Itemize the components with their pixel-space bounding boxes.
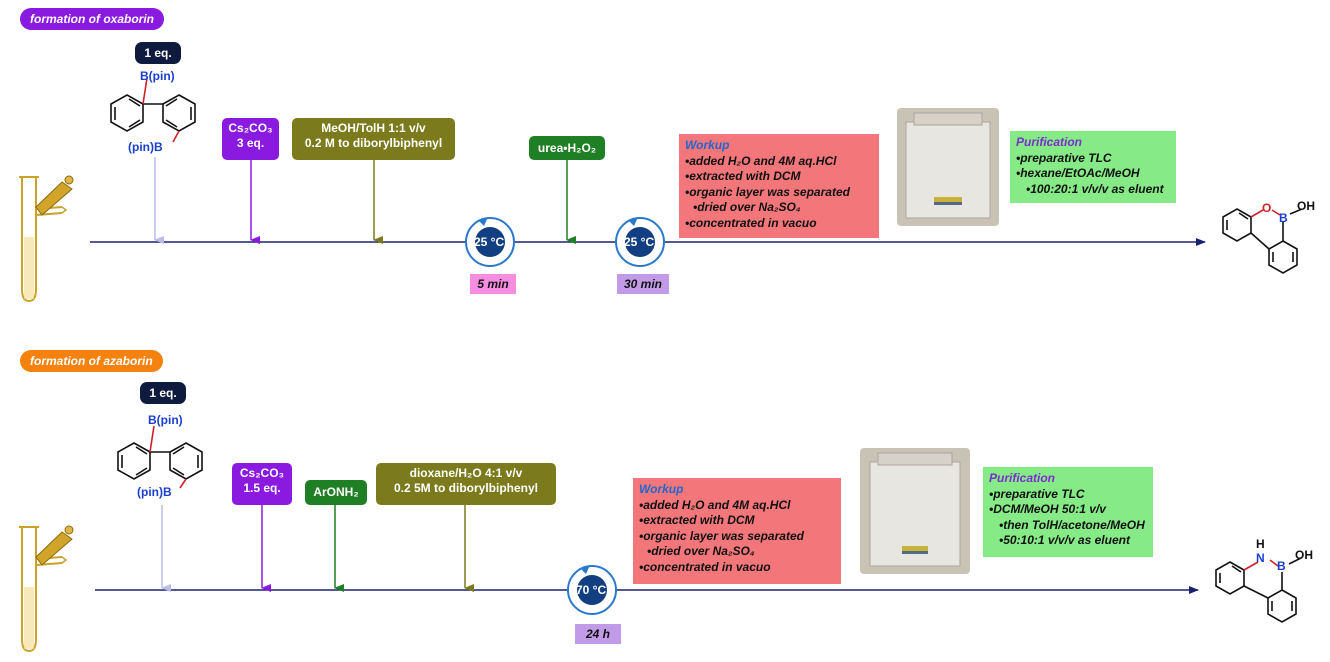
temperature-label: 25 °C <box>474 235 505 249</box>
solvent-reagent: MeOH/TolH 1:1 v/v 0.2 M to diborylbiphen… <box>292 118 455 160</box>
solvent-reagent: dioxane/H₂O 4:1 v/v 0.2 5M to diborylbip… <box>376 463 556 505</box>
purification-step: hexane/EtOAc/MeOH <box>1016 166 1170 182</box>
product-oxygen: O <box>1262 201 1272 215</box>
purification-step: preparative TLC <box>989 487 1147 503</box>
purification-title: Purification <box>989 471 1056 485</box>
workup-step: dried over Na₂SO₄ <box>685 200 873 216</box>
section-label-oxaborin: formation of oxaborin <box>20 8 164 30</box>
time-badge: 30 min <box>617 274 669 294</box>
stir-icon <box>465 217 515 267</box>
stir-icon <box>615 217 665 267</box>
base-amount: 1.5 eq. <box>243 481 281 495</box>
workup-title: Workup <box>639 482 684 496</box>
oxidant-reagent: urea•H₂O₂ <box>529 136 605 160</box>
purification-step: preparative TLC <box>1016 151 1170 167</box>
base-name: Cs₂CO₃ <box>228 121 273 135</box>
purification-step: then TolH/acetone/MeOH <box>989 518 1147 534</box>
workup-step: dried over Na₂SO₄ <box>639 544 835 560</box>
purification-step: DCM/MeOH 50:1 v/v <box>989 502 1147 518</box>
reaction-tube-icon <box>18 525 74 652</box>
reaction-tube-icon <box>18 175 74 302</box>
workup-step: added H₂O and 4M aq.HCl <box>685 154 873 170</box>
start-eq-badge: 1 eq. <box>135 42 181 64</box>
temperature-label: 25 °C <box>624 235 655 249</box>
solvent-line1: MeOH/TolH 1:1 v/v <box>321 121 426 135</box>
azaborin-structure <box>1215 557 1302 623</box>
workup-step: organic layer was separated <box>639 529 835 545</box>
purification-title: Purification <box>1016 135 1083 149</box>
purification-box: Purification preparative TLC DCM/MeOH 50… <box>983 467 1153 557</box>
workup-step: added H₂O and 4M aq.HCl <box>639 498 835 514</box>
tlc-chamber-photo <box>860 448 970 574</box>
purification-step: 100:20:1 v/v/v as eluent <box>1016 182 1170 198</box>
stir-icon <box>567 565 617 615</box>
purification-box: Purification preparative TLC hexane/EtOA… <box>1010 131 1176 203</box>
workup-step: extracted with DCM <box>685 169 873 185</box>
bpin-top-label: B(pin) <box>140 69 175 83</box>
solvent-line2: 0.2 5M to diborylbiphenyl <box>393 481 539 495</box>
product-boron: B <box>1279 211 1288 225</box>
workup-step: organic layer was separated <box>685 185 873 201</box>
solvent-line1: dioxane/H₂O 4:1 v/v <box>409 466 523 480</box>
product-hydroxyl: OH <box>1297 199 1315 213</box>
product-boron: B <box>1277 559 1286 573</box>
base-reagent: Cs₂CO₃ 1.5 eq. <box>232 463 292 505</box>
product-hydroxyl: OH <box>1295 548 1313 562</box>
oxaborin-structure <box>1222 208 1303 274</box>
diborylbiphenyl-structure <box>110 77 196 143</box>
purification-step: 50:10:1 v/v/v as eluent <box>989 533 1147 549</box>
workup-step: extracted with DCM <box>639 513 835 529</box>
bpin-top-label: B(pin) <box>148 413 183 427</box>
temperature-label: 70 °C <box>576 583 607 597</box>
workup-step: concentrated in vacuo <box>685 216 873 232</box>
diborylbiphenyl-structure <box>117 425 203 489</box>
solvent-line2: 0.2 M to diborylbiphenyl <box>304 136 443 150</box>
base-amount: 3 eq. <box>236 136 265 150</box>
workup-title: Workup <box>685 138 730 152</box>
time-badge: 5 min <box>470 274 516 294</box>
workup-box: Workup added H₂O and 4M aq.HCl extracted… <box>679 134 879 238</box>
product-nh-hydrogen: H <box>1256 537 1265 551</box>
amine-reagent: ArONH₂ <box>305 480 367 505</box>
bpin-bottom-label: (pin)B <box>137 485 172 499</box>
base-reagent: Cs₂CO₃ 3 eq. <box>222 118 279 160</box>
product-nitrogen: N <box>1256 551 1265 565</box>
workup-step: concentrated in vacuo <box>639 560 835 576</box>
bpin-bottom-label: (pin)B <box>128 140 163 154</box>
workup-box: Workup added H₂O and 4M aq.HCl extracted… <box>633 478 841 584</box>
time-badge: 24 h <box>575 624 621 644</box>
tlc-chamber-photo <box>897 108 999 226</box>
base-name: Cs₂CO₃ <box>239 466 285 480</box>
start-eq-badge: 1 eq. <box>140 382 186 404</box>
section-label-azaborin: formation of azaborin <box>20 350 163 372</box>
